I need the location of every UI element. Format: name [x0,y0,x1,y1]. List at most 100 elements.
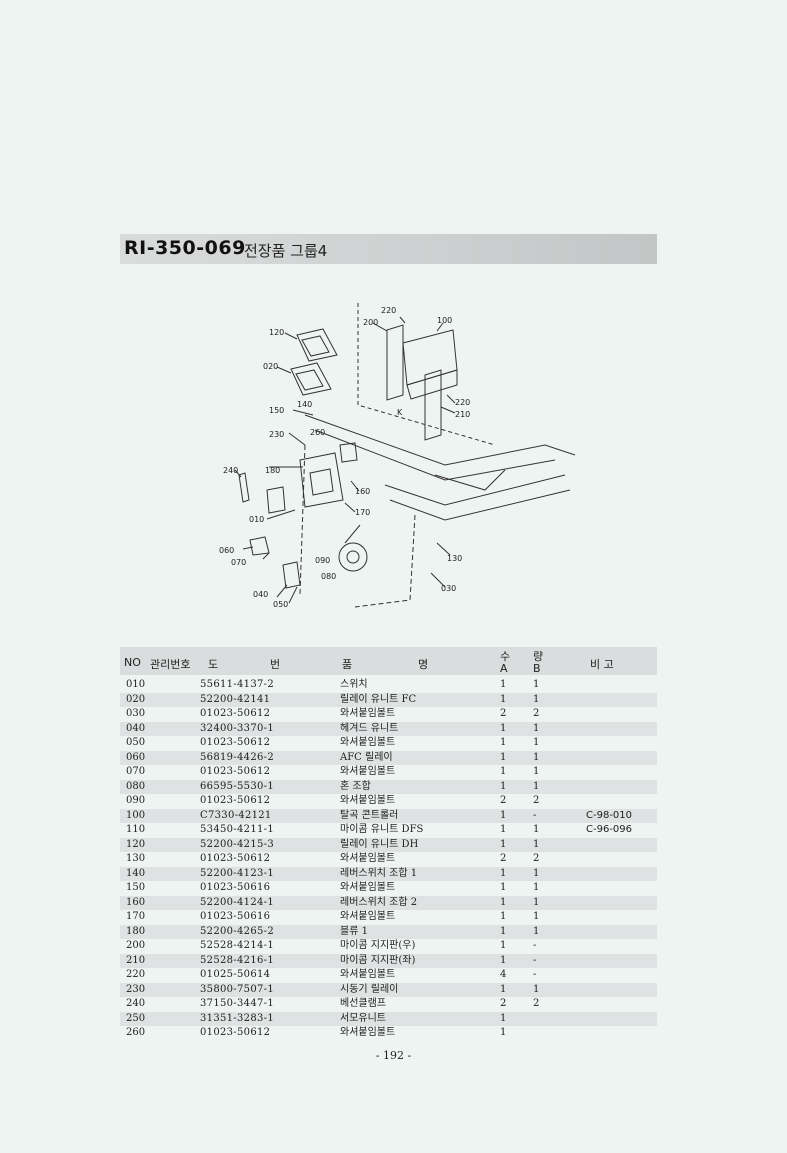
row-part-name: 와셔붙임볼트 [340,882,396,893]
row-part-number: 37150-3447-1 [200,998,274,1009]
diagram-label: 010 [249,515,264,524]
row-part-name: 레버스위치 조합 1 [340,867,418,879]
row-qty-b: - [533,954,537,966]
diagram-label: 090 [315,556,330,565]
table-row: 250 31351-3283-1 서모유니트 1 [120,1011,657,1026]
row-qty-b: 1 [533,766,540,777]
row-no: 050 [126,737,146,748]
row-part-number: 35800-7507-1 [200,983,274,995]
section-name: 전장품 그룹4 [244,242,328,260]
diagram-label: 230 [269,430,284,439]
row-qty-b: 1 [533,737,540,748]
row-part-number: 52200-4265-2 [200,925,274,937]
row-qty-a: 2 [500,853,507,864]
row-part-number: 55611-4137-2 [200,679,274,690]
row-no: 030 [126,708,146,719]
row-part-name: 블류 1 [340,925,368,937]
row-no: 200 [126,940,146,951]
diagram-label: 240 [223,466,238,475]
row-part-number: 56819-4426-2 [200,751,274,763]
diagram-label: 100 [437,316,452,325]
diagram-label: 210 [455,410,470,419]
row-part-number: 52528-4216-1 [200,954,274,966]
row-qty-b: 1 [533,867,540,879]
row-part-number: 01025-50614 [200,969,271,980]
row-qty-b: 1 [533,722,540,734]
row-part-name: 스위치 [340,679,368,690]
exploded-parts-diagram: 220 200 100 120 020 140 150 230 260 240 … [219,303,576,609]
row-qty-b: - [533,809,537,821]
row-qty-a: 1 [500,882,507,893]
row-no: 180 [126,925,146,937]
row-qty-a: 1 [500,780,507,792]
row-qty-a: 1 [500,809,507,821]
diagram-label: 160 [355,487,370,496]
row-qty-a: 1 [500,896,507,908]
row-no: 220 [126,969,146,980]
row-qty-a: 1 [500,766,507,777]
row-part-name: 헤겨드 유니트 [340,722,399,734]
row-qty-b: - [533,969,537,980]
section-title-bar: RI-350-069 전장품 그룹4 [120,234,657,264]
row-qty-a: 1 [500,722,507,734]
row-qty-a: 1 [500,693,507,705]
row-part-number: 31351-3283-1 [200,1012,274,1024]
diagram-label: 140 [297,400,312,409]
row-part-name: 탈곡 콘트롤러 [340,809,399,821]
diagram-label: 050 [273,600,288,609]
row-qty-b: 1 [533,679,540,690]
row-part-number: 01023-50612 [200,737,271,748]
row-part-name: 서모유니트 [340,1012,386,1024]
diagram-label: 260 [310,428,325,437]
row-no: 170 [126,911,146,922]
row-part-number: 52200-42141 [200,693,271,705]
diagram-label: 060 [219,546,234,555]
row-qty-a: 1 [500,911,507,922]
row-no: 260 [126,1027,146,1038]
col-qty-b: 량 [533,650,544,663]
section-code: RI-350-069 [124,237,246,259]
row-no: 120 [126,838,146,850]
diagram-label: 220 [455,398,470,407]
row-part-number: 01023-50612 [200,795,271,806]
row-part-name: 마이콤 지지판(우) [340,940,416,951]
row-qty-a: 1 [500,824,507,835]
row-no: 070 [126,766,146,777]
row-part-number: 01023-50612 [200,853,271,864]
row-part-name: 와셔붙임볼트 [340,708,396,719]
row-qty-a: 2 [500,998,507,1009]
row-qty-a: 1 [500,737,507,748]
page-number: - 192 - [375,1049,412,1062]
col-note: 비 고 [590,658,614,671]
row-part-name: AFC 릴레이 [340,751,393,763]
row-qty-b: 1 [533,925,540,937]
row-qty-a: 4 [500,969,507,980]
row-part-name: 베선클램프 [340,998,386,1009]
row-qty-a: 1 [500,1012,507,1024]
row-no: 160 [126,896,146,908]
col-b: B [533,662,541,675]
row-qty-b: 1 [533,882,540,893]
diagram-label: 130 [447,554,462,563]
row-part-number: 52200-4215-3 [200,838,274,850]
row-no: 250 [126,1012,146,1024]
row-note: C-96-096 [586,824,633,835]
row-part-name: 레버스위치 조합 2 [340,896,418,908]
col-part-b: 번 [270,658,281,671]
diagram-label: 030 [441,584,456,593]
col-no: NO [124,656,141,669]
